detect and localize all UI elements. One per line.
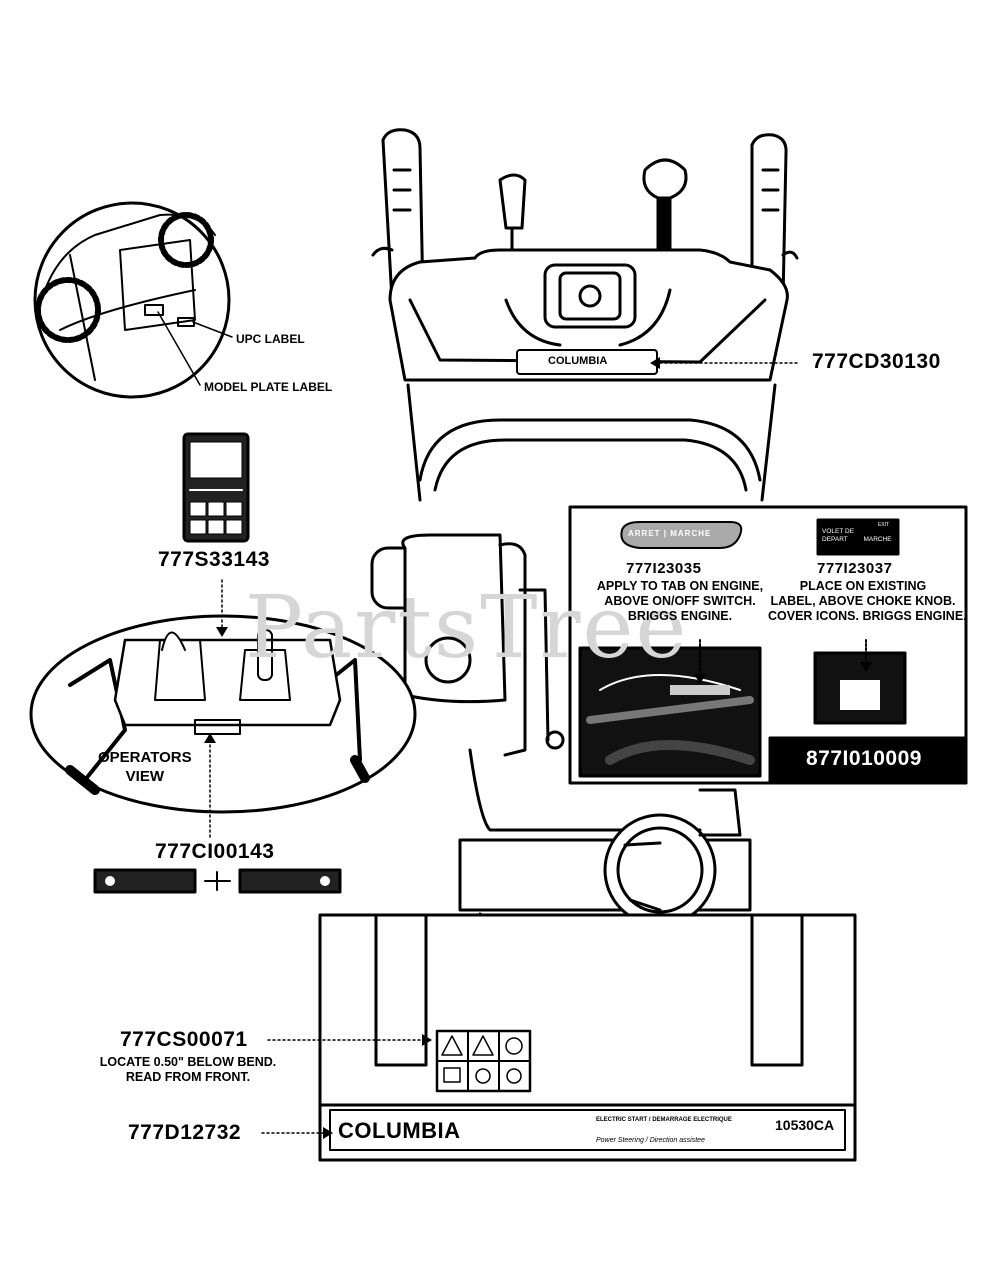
model-plate-detail-circle	[33, 201, 231, 399]
decal-777CI00143	[93, 868, 342, 894]
model-number: 10530CA	[775, 1117, 835, 1133]
part-number-777I23035: 777I23035	[626, 560, 702, 577]
note-line-2: READ FROM FRONT.	[125, 1070, 251, 1084]
decal-777CS00071	[435, 1029, 532, 1093]
inset-left-note: APPLY TO TAB ON ENGINE, ABOVE ON/OFF SWI…	[590, 579, 770, 624]
part-number-877I010009: 877I010009	[806, 747, 922, 770]
part-number-777D12732: 777D12732	[128, 1121, 242, 1144]
inset-right-note-line1: PLACE ON EXISTING	[799, 579, 927, 593]
inset-right-note-line3: COVER ICONS. BRIGGS ENGINE.	[768, 609, 967, 623]
decal-777S33143	[182, 432, 250, 543]
part-number-777I23037: 777I23037	[817, 560, 893, 577]
auger-housing	[318, 912, 857, 1162]
right-lever-knob	[642, 158, 688, 200]
watermark: PartsTree	[245, 578, 689, 678]
housing-small-text-2: Power Steering / Direction assistee	[596, 1137, 705, 1144]
inset-left-note-line2: ABOVE ON/OFF SWITCH.	[604, 594, 756, 608]
inset-right-decal-small: EXIT	[878, 522, 890, 528]
operators-view-ellipse	[29, 614, 417, 814]
housing-small-text-1: ELECTRIC START / DEMARRAGE ELECTRIQUE	[596, 1117, 732, 1123]
left-handle	[371, 128, 425, 302]
housing-brand: COLUMBIA	[338, 1118, 461, 1143]
decal-right-line1: VOLET DE	[822, 528, 855, 535]
model-plate-label-callout: MODEL PLATE LABEL	[204, 380, 333, 394]
inset-left-decal-text: ARRET | MARCHE	[628, 529, 712, 538]
engine	[370, 533, 752, 927]
upc-label-callout: UPC LABEL	[236, 332, 305, 346]
part-number-777CS00071: 777CS00071	[120, 1028, 248, 1051]
operators-view-line2: VIEW	[125, 768, 164, 785]
part-number-777CD30130: 777CD30130	[812, 350, 941, 373]
part-number-777CI00143: 777CI00143	[155, 840, 275, 863]
note-line-1: LOCATE 0.50" BELOW BEND.	[99, 1055, 277, 1069]
part-number-777S33143: 777S33143	[158, 548, 270, 571]
inset-right-note: PLACE ON EXISTING LABEL, ABOVE CHOKE KNO…	[768, 579, 967, 624]
decal-right-line3: MARCHE	[863, 536, 892, 543]
decal-right-line2: DEPART	[822, 536, 848, 543]
inset-right-decal-text: VOLET DE DEPART MARCHE	[822, 528, 892, 544]
control-panel	[388, 248, 789, 502]
operators-view-label: OPERATORS VIEW	[98, 748, 192, 786]
inset-left-note-line1: APPLY TO TAB ON ENGINE,	[596, 579, 764, 593]
inset-left-note-line3: BRIGGS ENGINE.	[627, 609, 733, 623]
inset-right-note-line2: LABEL, ABOVE CHOKE KNOB.	[770, 594, 956, 608]
inset-box	[568, 505, 968, 785]
right-handle	[750, 133, 799, 302]
left-lever-knob	[498, 173, 527, 230]
part-777CS00071-note: LOCATE 0.50" BELOW BEND. READ FROM FRONT…	[88, 1055, 288, 1085]
dash-brand: COLUMBIA	[548, 355, 608, 367]
operators-view-line1: OPERATORS	[98, 749, 192, 766]
